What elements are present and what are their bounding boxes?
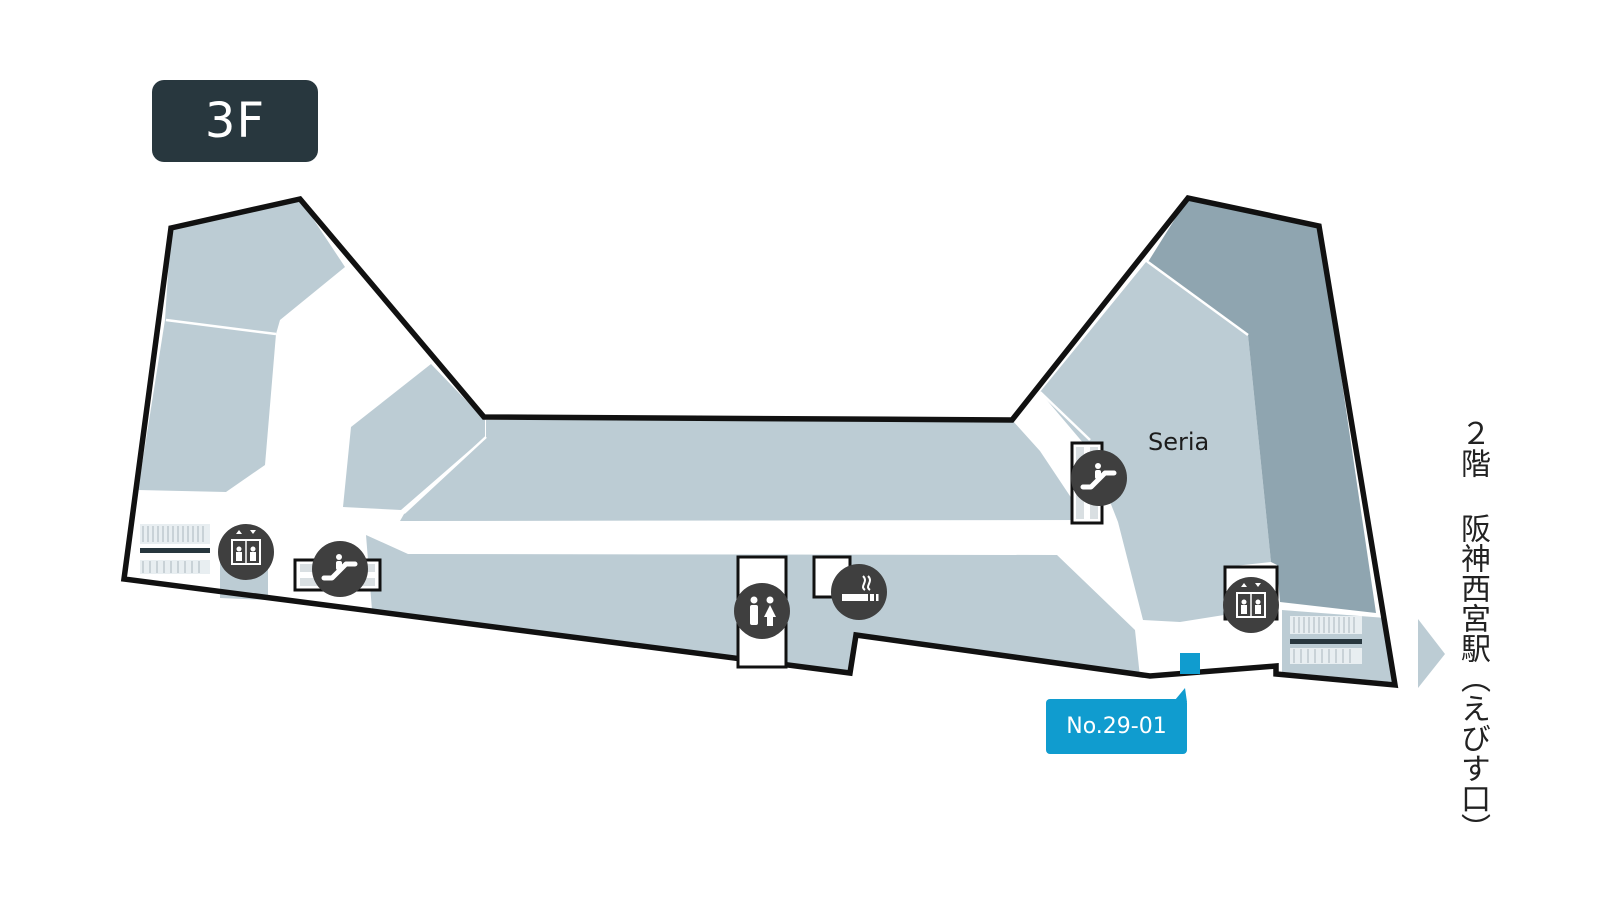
floor-badge: 3F bbox=[152, 80, 318, 162]
location-marker[interactable] bbox=[1180, 653, 1200, 674]
partitions bbox=[165, 260, 1249, 514]
location-tag-pointer bbox=[1175, 688, 1187, 702]
shop-block-north-corridor bbox=[400, 420, 1086, 521]
restroom-icon[interactable] bbox=[734, 583, 790, 639]
exit-label: ２階 阪神西宮駅（えびす口） bbox=[1455, 418, 1490, 843]
stairs-east-rail bbox=[1290, 639, 1362, 644]
shop-block-nw-top bbox=[165, 199, 345, 334]
stairs-west-rail bbox=[140, 548, 210, 553]
location-tag[interactable]: No.29-01 bbox=[1046, 699, 1187, 754]
smoking-area-icon[interactable] bbox=[831, 564, 887, 620]
exit-arrow-icon[interactable] bbox=[1418, 619, 1445, 688]
stairs-west bbox=[140, 524, 210, 574]
escalator-icon[interactable] bbox=[312, 541, 368, 597]
elevator-icon[interactable] bbox=[218, 524, 274, 580]
shop-block-seria bbox=[1040, 262, 1271, 622]
shop-block-nw-bottom bbox=[138, 320, 276, 492]
store-label-seria[interactable]: Seria bbox=[1148, 428, 1210, 456]
shop-block-west-wedge bbox=[343, 364, 485, 510]
escalator-icon[interactable] bbox=[1071, 450, 1127, 506]
stairs-east bbox=[1290, 616, 1362, 664]
shop-block-dark-east bbox=[1148, 198, 1376, 613]
building-outline bbox=[120, 194, 1399, 689]
elevator-icon[interactable] bbox=[1223, 577, 1279, 633]
